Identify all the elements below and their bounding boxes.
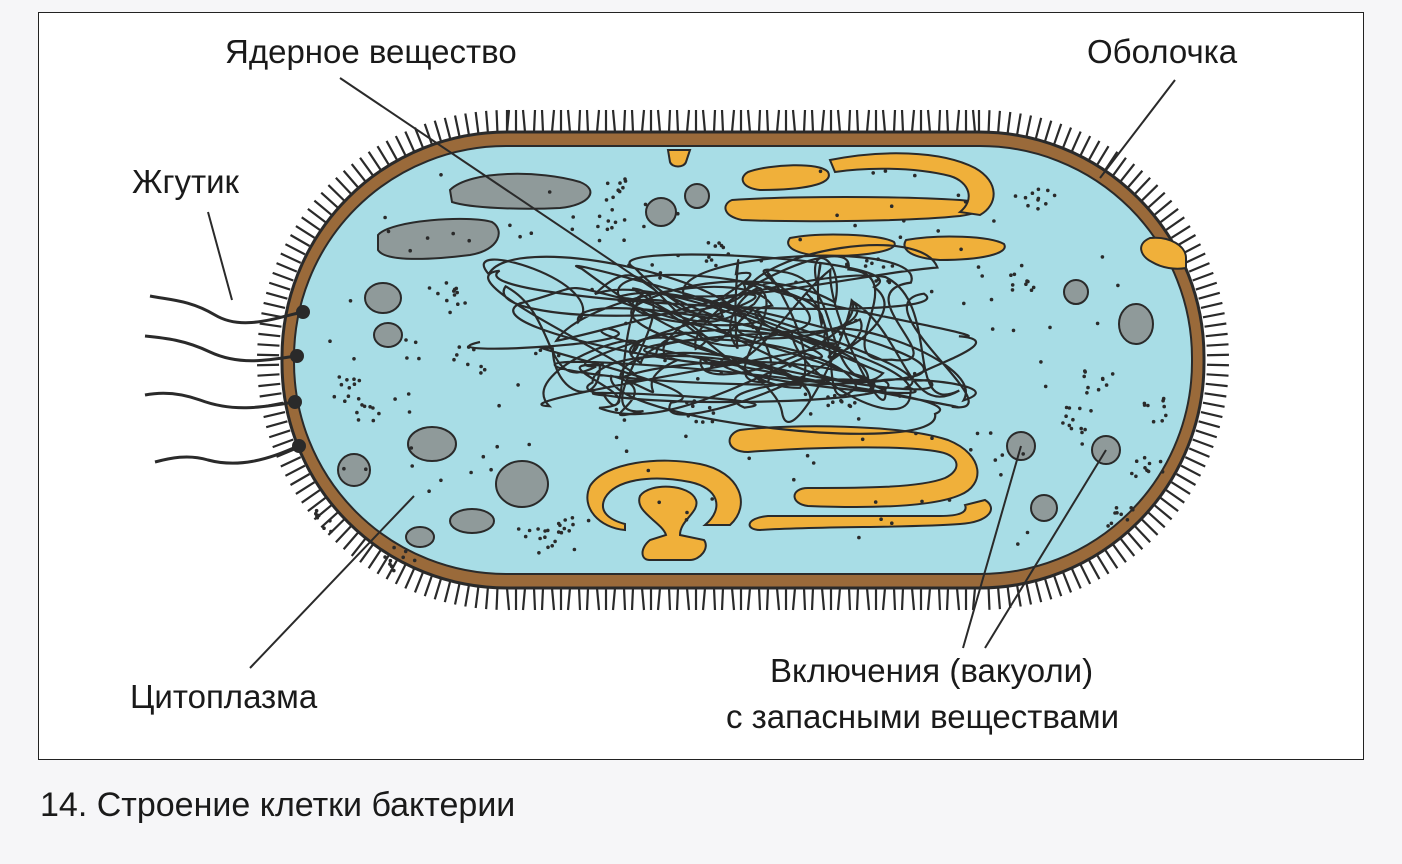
leader-envelope	[1099, 79, 1176, 179]
cilia	[257, 109, 1229, 611]
flagellum-3	[144, 391, 295, 410]
label-inclusions-line2: с запасными веществами	[726, 698, 1119, 735]
leader-nuclear	[339, 77, 656, 291]
ribosome-dots	[314, 169, 1168, 573]
label-cytoplasm: Цитоплазма	[130, 678, 318, 715]
flagella	[144, 294, 303, 465]
label-nuclear-substance: Ядерное вещество	[225, 33, 517, 70]
nucleoid-strand	[468, 244, 978, 435]
leader-flagellum	[207, 211, 233, 301]
flagellum-4	[154, 444, 299, 465]
leader-inclusion-1	[962, 445, 1022, 649]
label-inclusions-line1: Включения (вакуоли)	[770, 652, 1093, 689]
label-envelope: Оболочка	[1087, 33, 1238, 70]
leader-lines	[207, 77, 1176, 669]
nucleoid-tangle	[468, 244, 978, 435]
leader-inclusion-2	[984, 449, 1107, 649]
flagellum-1	[149, 294, 303, 325]
orange-inclusions	[586, 149, 1187, 561]
figure-caption: 14. Строение клетки бактерии	[40, 786, 516, 824]
flagellum-2	[144, 334, 297, 363]
leader-cytoplasm	[249, 495, 415, 669]
label-flagellum: Жгутик	[132, 163, 240, 200]
flagella-bases	[288, 305, 310, 453]
